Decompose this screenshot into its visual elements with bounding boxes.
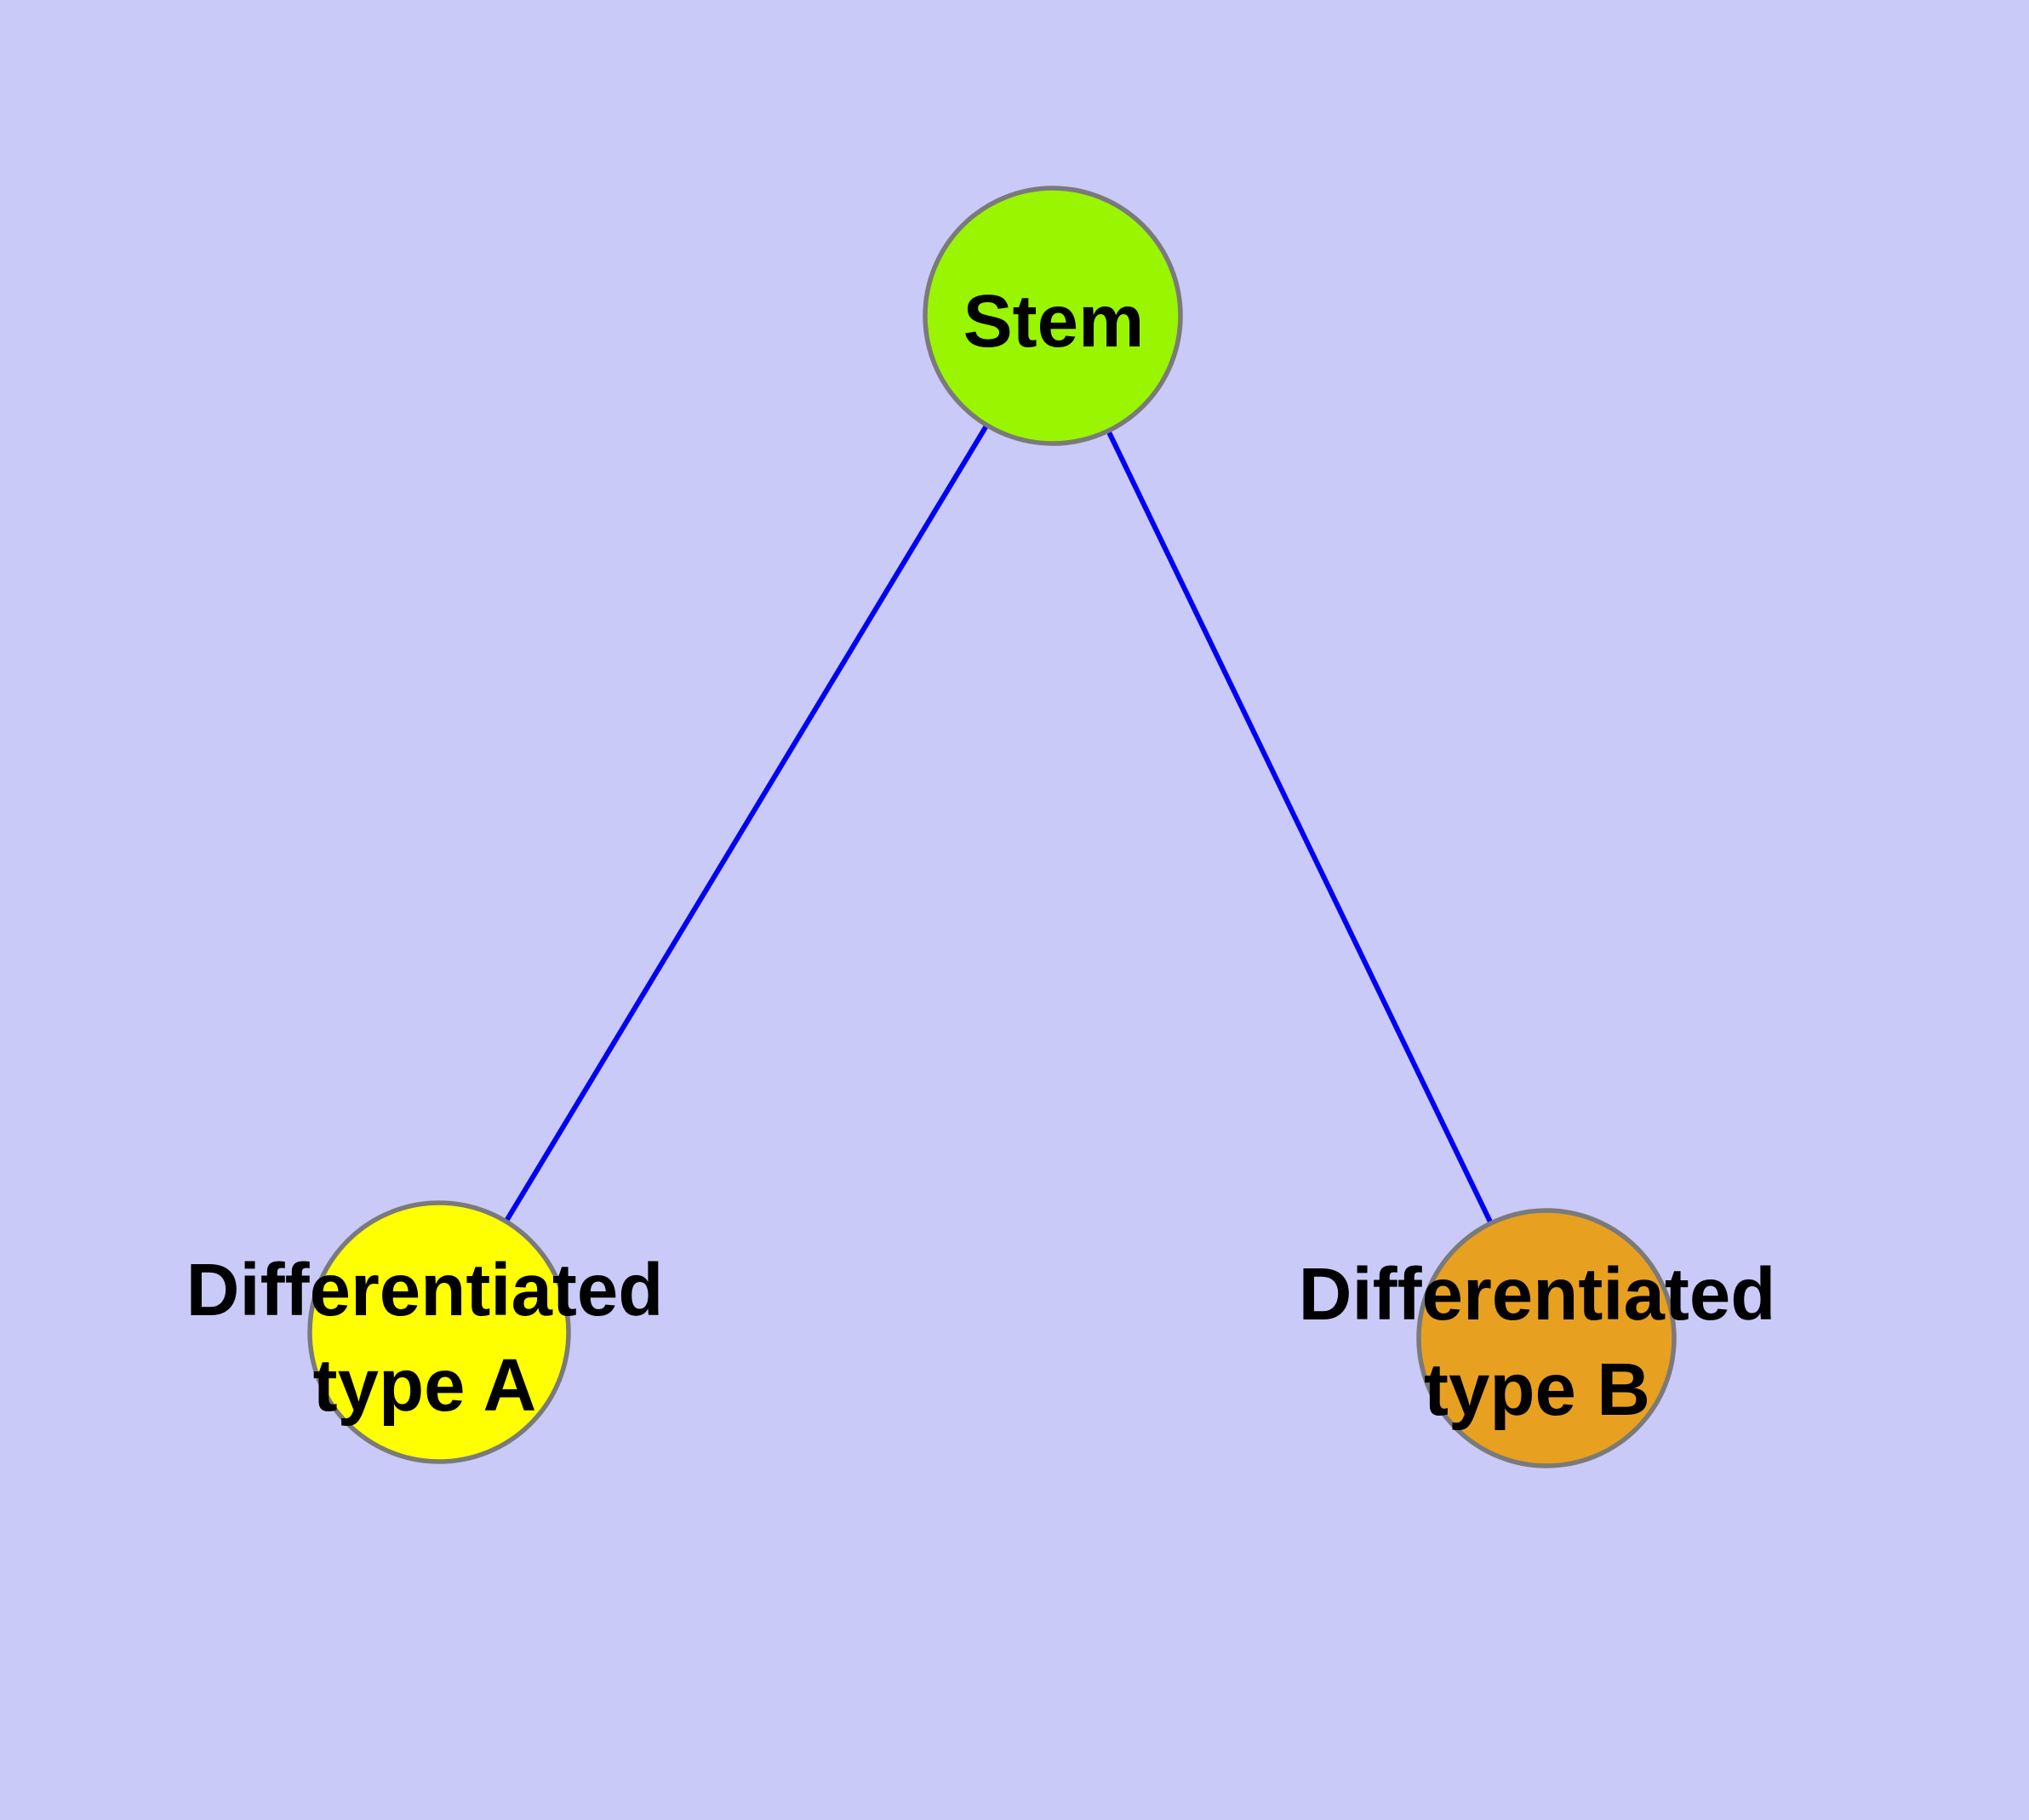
node-type-b-label-line2: type B [1424,1348,1650,1431]
node-type-b-label-line1: Differentiated [1299,1253,1776,1336]
node-stem-label: Stem [963,280,1145,363]
node-stem [923,186,1183,446]
node-differentiated-type-a [307,1200,571,1464]
edge-stem-to-type-a [437,314,1055,1334]
edge-stem-to-type-b [1050,314,1549,1340]
node-type-a-label-line1: Differentiated [186,1249,664,1331]
node-differentiated-type-b [1416,1208,1677,1468]
node-type-a-label-line2: type A [313,1344,537,1427]
